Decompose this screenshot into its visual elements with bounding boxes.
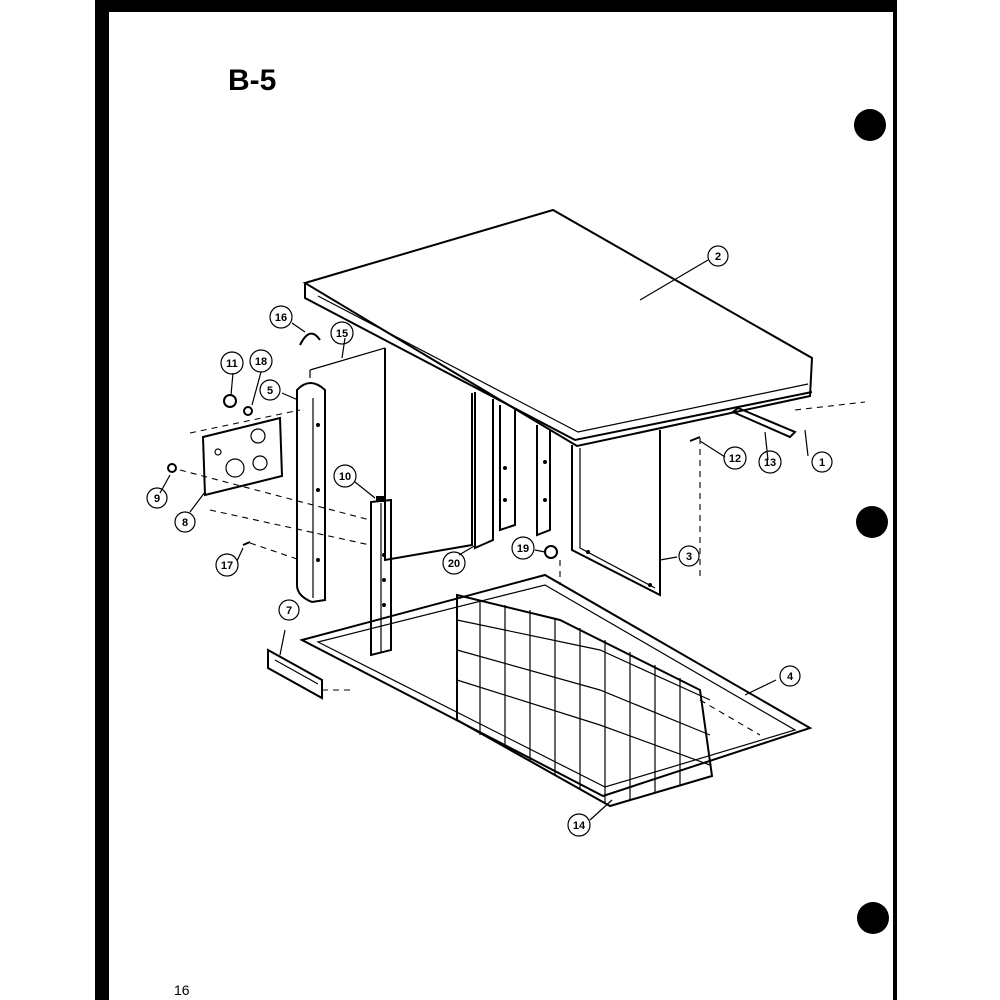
svg-text:1: 1	[819, 457, 825, 469]
svg-text:5: 5	[267, 385, 273, 397]
right-scan-border	[893, 0, 897, 1000]
svg-text:11: 11	[226, 358, 238, 370]
svg-text:13: 13	[764, 457, 776, 469]
left-scan-border	[95, 0, 109, 1000]
callout-11: 11	[220, 351, 244, 375]
callout-8: 8	[174, 511, 196, 533]
callout-19: 19	[511, 536, 535, 560]
part-lower-bracket	[267, 648, 323, 700]
svg-text:16: 16	[275, 312, 287, 324]
part-corner-post	[296, 382, 326, 604]
part-vertical-support	[370, 496, 392, 657]
svg-text:4: 4	[787, 671, 794, 683]
callout-5: 5	[259, 379, 281, 401]
svg-text:14: 14	[573, 820, 586, 832]
callout-16: 16	[269, 305, 293, 329]
callout-9: 9	[146, 487, 168, 509]
svg-text:15: 15	[336, 328, 348, 340]
callout-1: 1	[811, 451, 833, 473]
callout-10: 10	[333, 464, 357, 488]
callout-15: 15	[330, 321, 354, 345]
callout-14: 14	[567, 813, 591, 837]
svg-text:10: 10	[339, 471, 351, 483]
callout-2: 2	[707, 245, 729, 267]
leader-lines	[159, 259, 809, 821]
svg-text:7: 7	[286, 605, 292, 617]
part-side-bracket	[571, 430, 661, 597]
svg-text:3: 3	[686, 551, 692, 563]
callout-20: 20	[442, 551, 466, 575]
callout-17: 17	[215, 553, 239, 577]
callout-4: 4	[779, 665, 801, 687]
callout-12: 12	[723, 446, 747, 470]
svg-text:12: 12	[729, 453, 741, 465]
svg-text:2: 2	[715, 251, 721, 263]
punch-hole-top	[854, 109, 886, 141]
svg-text:19: 19	[517, 543, 529, 555]
part-top-cover	[302, 208, 814, 448]
svg-text:9: 9	[154, 493, 160, 505]
small-fasteners	[167, 332, 701, 559]
part-coil-grid	[456, 593, 714, 808]
part-bracket-strip	[731, 406, 797, 439]
page-number: 16	[174, 982, 190, 998]
callout-18: 18	[249, 349, 273, 373]
svg-text:8: 8	[182, 517, 188, 529]
svg-text:20: 20	[448, 558, 460, 570]
part-control-plate	[201, 416, 284, 497]
punch-hole-bottom	[857, 902, 889, 934]
diagram-title: B-5	[228, 64, 277, 97]
svg-text:17: 17	[221, 560, 233, 572]
svg-text:18: 18	[255, 356, 267, 368]
part-back-panel	[309, 347, 473, 562]
punch-hole-middle	[856, 506, 888, 538]
callout-3: 3	[678, 545, 700, 567]
assembly-guide-lines	[179, 401, 866, 736]
part-center-channels	[474, 392, 551, 550]
top-scan-border	[95, 0, 895, 12]
callout-7: 7	[278, 599, 300, 621]
callout-13: 13	[758, 450, 782, 474]
